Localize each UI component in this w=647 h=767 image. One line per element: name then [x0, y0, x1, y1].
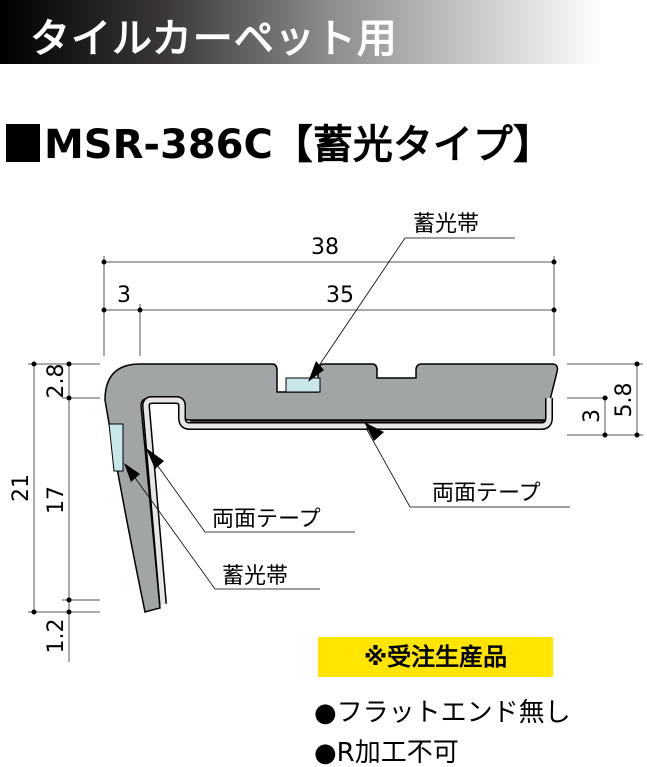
label-double-tape-right: 両面テープ: [432, 481, 541, 506]
product-title-text: MSR-386C【蓄光タイプ】: [44, 122, 553, 168]
dim-tread-thickness: 5.8: [612, 383, 637, 418]
product-title: MSR-386C【蓄光タイプ】: [6, 112, 553, 170]
dim-total-height: 21: [9, 474, 34, 502]
arrow-icon: [146, 448, 164, 469]
header-title: タイルカーペット用: [30, 16, 398, 62]
label-double-tape-left: 両面テープ: [212, 507, 321, 532]
arrow-icon: [364, 422, 384, 441]
luminous-strip-top: [285, 377, 321, 393]
made-to-order-badge: ※受注生産品: [318, 637, 553, 677]
dim-leg-height: 17: [44, 486, 69, 514]
dim-nose-top: 2.8: [44, 364, 69, 399]
profile-body: [104, 363, 559, 613]
arrow-icon: [124, 463, 140, 482]
label-luminous-band-left: 蓄光帯: [222, 564, 288, 589]
note-item: ●R加工不可: [314, 738, 459, 767]
square-bullet-icon: [6, 124, 40, 162]
dimension-dots: [31, 259, 640, 615]
leader-lines: [127, 237, 570, 590]
label-luminous-band-top: 蓄光帯: [413, 212, 479, 237]
dim-overall-width: 38: [311, 235, 339, 260]
dim-leg-bottom: 1.2: [44, 619, 69, 654]
dimension-labels: 38 3 35 21 2.8 17 1.2 5.8 3 蓄光帯 両面テープ 両面…: [9, 212, 637, 654]
dim-nose-width: 3: [117, 283, 131, 308]
arrowheads: [124, 361, 384, 482]
dim-tread-width: 35: [326, 283, 354, 308]
note-item: ●フラットエンド無し: [314, 698, 571, 728]
header-bar: タイルカーペット用: [0, 0, 647, 64]
arrow-icon: [308, 361, 324, 382]
dim-tread-pocket: 3: [580, 409, 605, 423]
luminous-strip-left: [108, 423, 124, 472]
